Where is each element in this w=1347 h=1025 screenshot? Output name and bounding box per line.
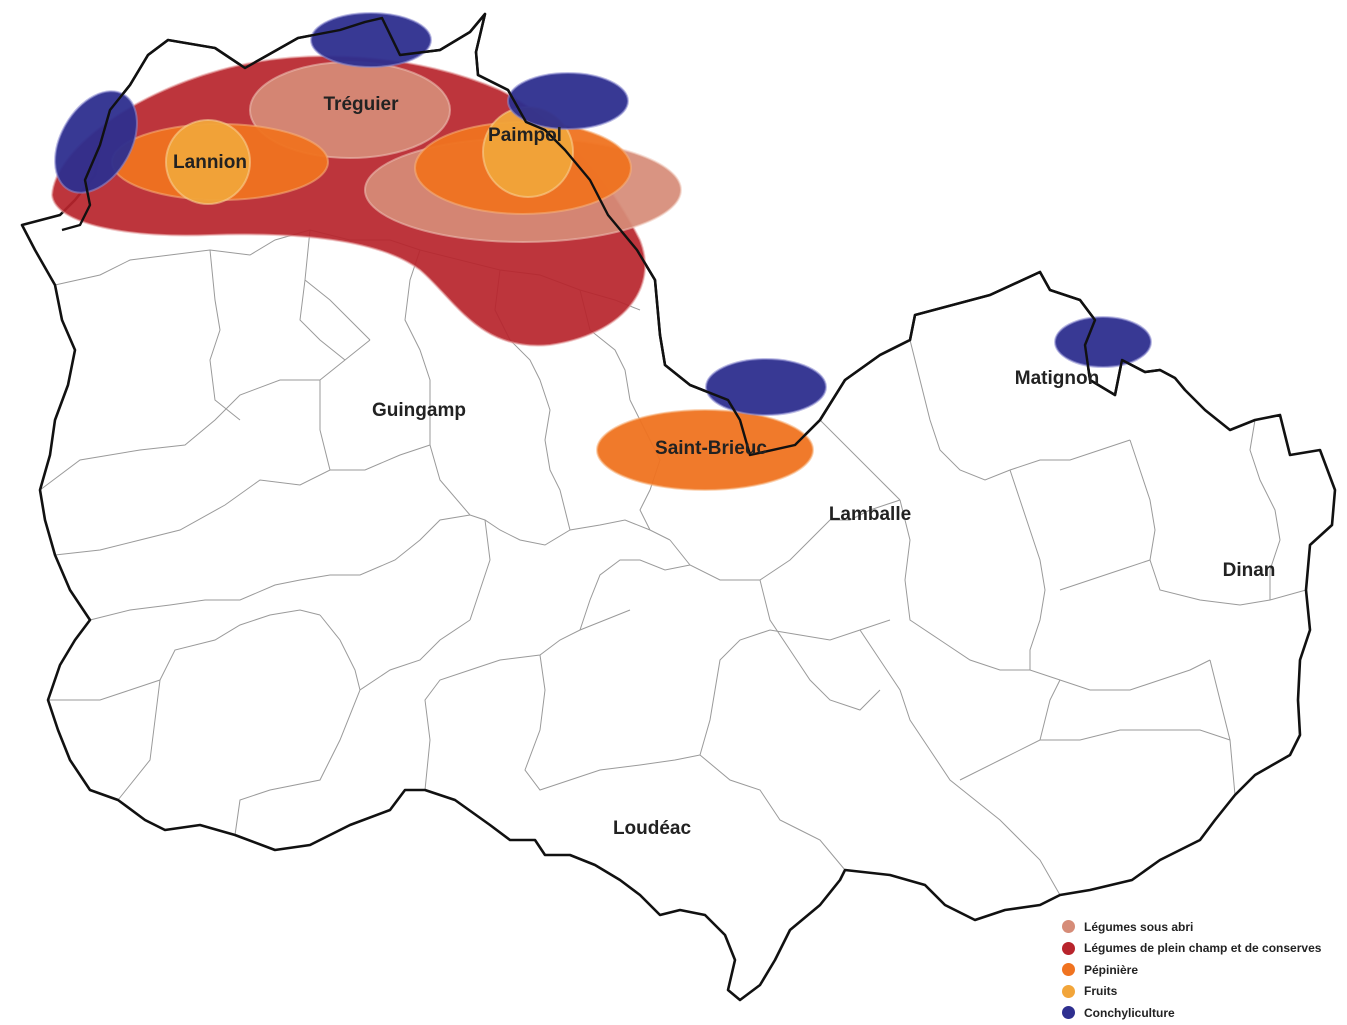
production-zones — [50, 12, 1152, 491]
zone-conchyliculture-matignon — [1054, 316, 1152, 368]
legend-swatch — [1062, 984, 1075, 998]
zone-fruits-lannion — [165, 119, 251, 205]
legend-swatch — [1062, 1006, 1075, 1020]
zone-conchyliculture-paimpol — [507, 72, 629, 130]
legend: Légumes sous abri Légumes de plein champ… — [1062, 916, 1321, 1024]
label-guingamp: Guingamp — [372, 400, 466, 421]
zone-conchyliculture-saint-brieuc — [705, 358, 827, 416]
legend-item-conchyliculture: Conchyliculture — [1062, 1002, 1321, 1024]
label-paimpol: Paimpol — [488, 125, 562, 146]
department-fill — [22, 14, 1335, 1000]
legend-item-legumes-plein-champ: Légumes de plein champ et de conserves — [1062, 938, 1321, 960]
legend-item-fruits: Fruits — [1062, 981, 1321, 1003]
zone-pepiniere-saint-brieuc — [596, 409, 814, 491]
legend-item-legumes-sous-abri: Légumes sous abri — [1062, 916, 1321, 938]
zone-conchyliculture-treguier — [310, 12, 432, 68]
town-labels: Tréguier Paimpol Lannion Guingamp Saint-… — [173, 94, 1275, 839]
coastline — [61, 12, 1176, 457]
legend-label: Pépinière — [1084, 962, 1139, 977]
label-saint-brieuc: Saint-Brieuc — [655, 438, 767, 459]
legend-swatch — [1062, 920, 1075, 934]
label-lamballe: Lamballe — [829, 504, 911, 525]
legend-swatch — [1062, 963, 1075, 977]
label-treguier: Tréguier — [324, 94, 400, 115]
legend-label: Fruits — [1084, 984, 1118, 999]
legend-item-pepiniere: Pépinière — [1062, 959, 1321, 981]
legend-swatch — [1062, 941, 1075, 955]
label-dinan: Dinan — [1223, 560, 1276, 581]
legend-label: Légumes de plein champ et de conserves — [1084, 941, 1322, 956]
legend-label: Légumes sous abri — [1084, 919, 1194, 934]
label-matignon: Matignon — [1015, 368, 1099, 389]
label-lannion: Lannion — [173, 152, 247, 173]
legend-label: Conchyliculture — [1084, 1005, 1175, 1020]
label-loudeac: Loudéac — [613, 818, 692, 839]
